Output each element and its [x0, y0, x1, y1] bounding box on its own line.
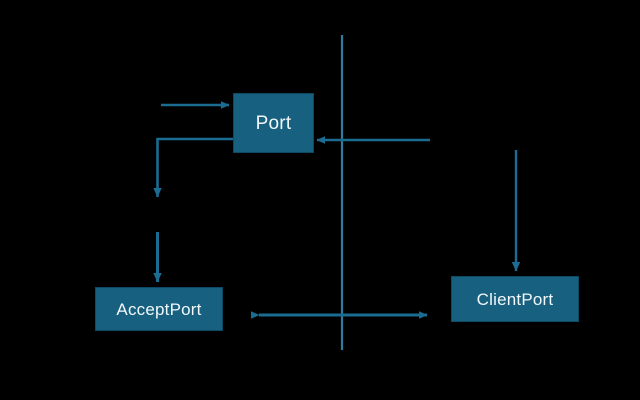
node-acceptport-label: AcceptPort [116, 299, 202, 319]
node-clientport-label: ClientPort [476, 289, 554, 309]
node-clientport[interactable]: ClientPort [451, 276, 579, 322]
node-port-label: Port [255, 112, 292, 134]
node-port[interactable]: Port [233, 93, 314, 153]
node-acceptport[interactable]: AcceptPort [95, 287, 223, 331]
connector-port-to-elbow-down [153, 137, 233, 198]
